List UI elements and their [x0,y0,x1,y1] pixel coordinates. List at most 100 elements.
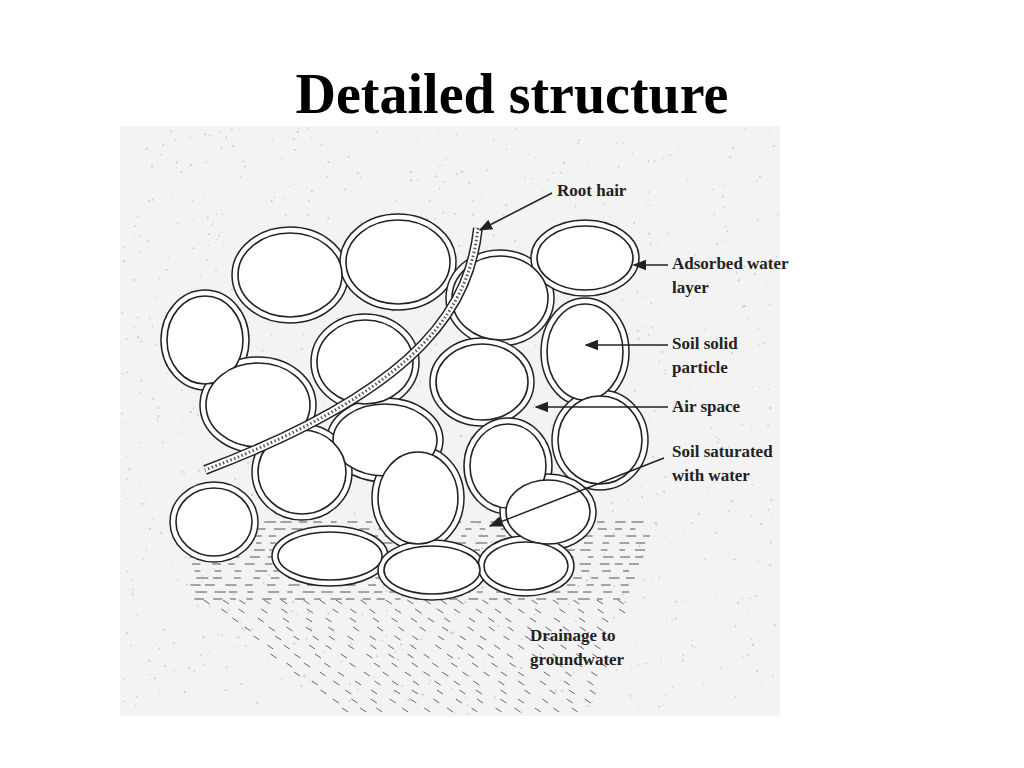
speckle [759,176,761,178]
speckle [712,189,714,191]
speckle [140,341,142,343]
speckle [127,570,129,572]
drainage-dash [395,636,401,640]
water-dash [192,564,200,565]
speckle [645,663,647,665]
speckle [635,642,636,643]
speckle [186,583,188,585]
speckle [288,185,289,186]
drainage-dash [333,681,339,685]
speckle [725,689,726,690]
leader-arrow [490,458,664,526]
speckle [691,522,693,524]
speckle [472,200,474,202]
speckle [381,639,383,641]
speckle [770,499,772,501]
water-dash [250,557,260,558]
speckle [149,674,151,676]
speckle [622,299,624,301]
speckle [749,597,751,599]
drainage-dash [597,600,603,604]
drainage-dash [394,690,400,694]
speckle [216,213,218,215]
speckle [715,532,717,534]
drainage-dash [489,627,495,631]
speckle [760,523,762,525]
speckle [412,644,414,646]
water-dash [597,522,604,523]
title: Detailed structure [0,66,1024,122]
drainage-dash [347,636,353,640]
drainage-dash [223,600,229,604]
speckle [723,207,725,209]
speckle [155,644,156,645]
speckle [190,164,192,166]
speckle [531,178,533,180]
speckle [772,675,774,677]
speckle [494,696,496,698]
speckle [344,188,346,190]
water-dash [518,599,525,600]
drainage-dash [460,636,466,640]
speckle [456,134,458,136]
drainage-dash [306,627,312,631]
speckle [209,651,210,652]
speckle [159,693,160,694]
drainage-dash [494,645,500,649]
speckle [309,222,310,223]
speckle [151,325,153,327]
speckle [383,586,385,588]
speckle [209,134,211,136]
speckle [177,579,179,581]
speckle [361,614,363,616]
speckle [192,200,194,202]
speckle [610,528,612,530]
water-dash [581,571,589,572]
water-dash [603,543,610,544]
speckle [458,245,460,247]
speckle [533,614,535,616]
speckle [757,628,758,629]
speckle [737,602,739,604]
speckle [348,156,350,158]
speckle [543,403,545,405]
water-dash [580,564,591,565]
drainage-dash [483,672,489,676]
speckle [123,373,125,375]
drainage-dash [254,636,260,640]
water-dash [476,543,488,544]
speckle [162,442,164,444]
speckle [151,165,153,167]
drainage-dash [407,600,413,604]
drainage-dash [579,618,585,622]
speckle [653,161,655,163]
drainage-dash [590,690,596,694]
drainage-dash [476,609,482,613]
speckle [757,328,759,330]
speckle [505,148,507,150]
water-dash [568,592,579,593]
speckle [357,688,359,690]
drainage-dash [473,681,479,685]
drainage-dash [535,708,541,712]
drainage-dash [383,672,389,676]
speckle [518,648,519,649]
speckle [306,214,308,216]
callout-label: Soil solid particle [672,332,772,380]
speckle [578,585,580,587]
speckle [281,679,282,680]
speckle [193,671,195,673]
drainage-dash [336,600,342,604]
speckle [648,334,650,336]
speckle [234,478,236,480]
speckle [685,600,686,601]
speckle [188,639,189,640]
speckle [240,683,242,685]
water-dash [225,585,236,586]
speckle [655,522,657,524]
drainage-dash [567,699,573,703]
speckle [360,177,362,179]
speckle [524,177,526,179]
speckle [618,166,620,168]
root-hair-outline [205,228,478,470]
